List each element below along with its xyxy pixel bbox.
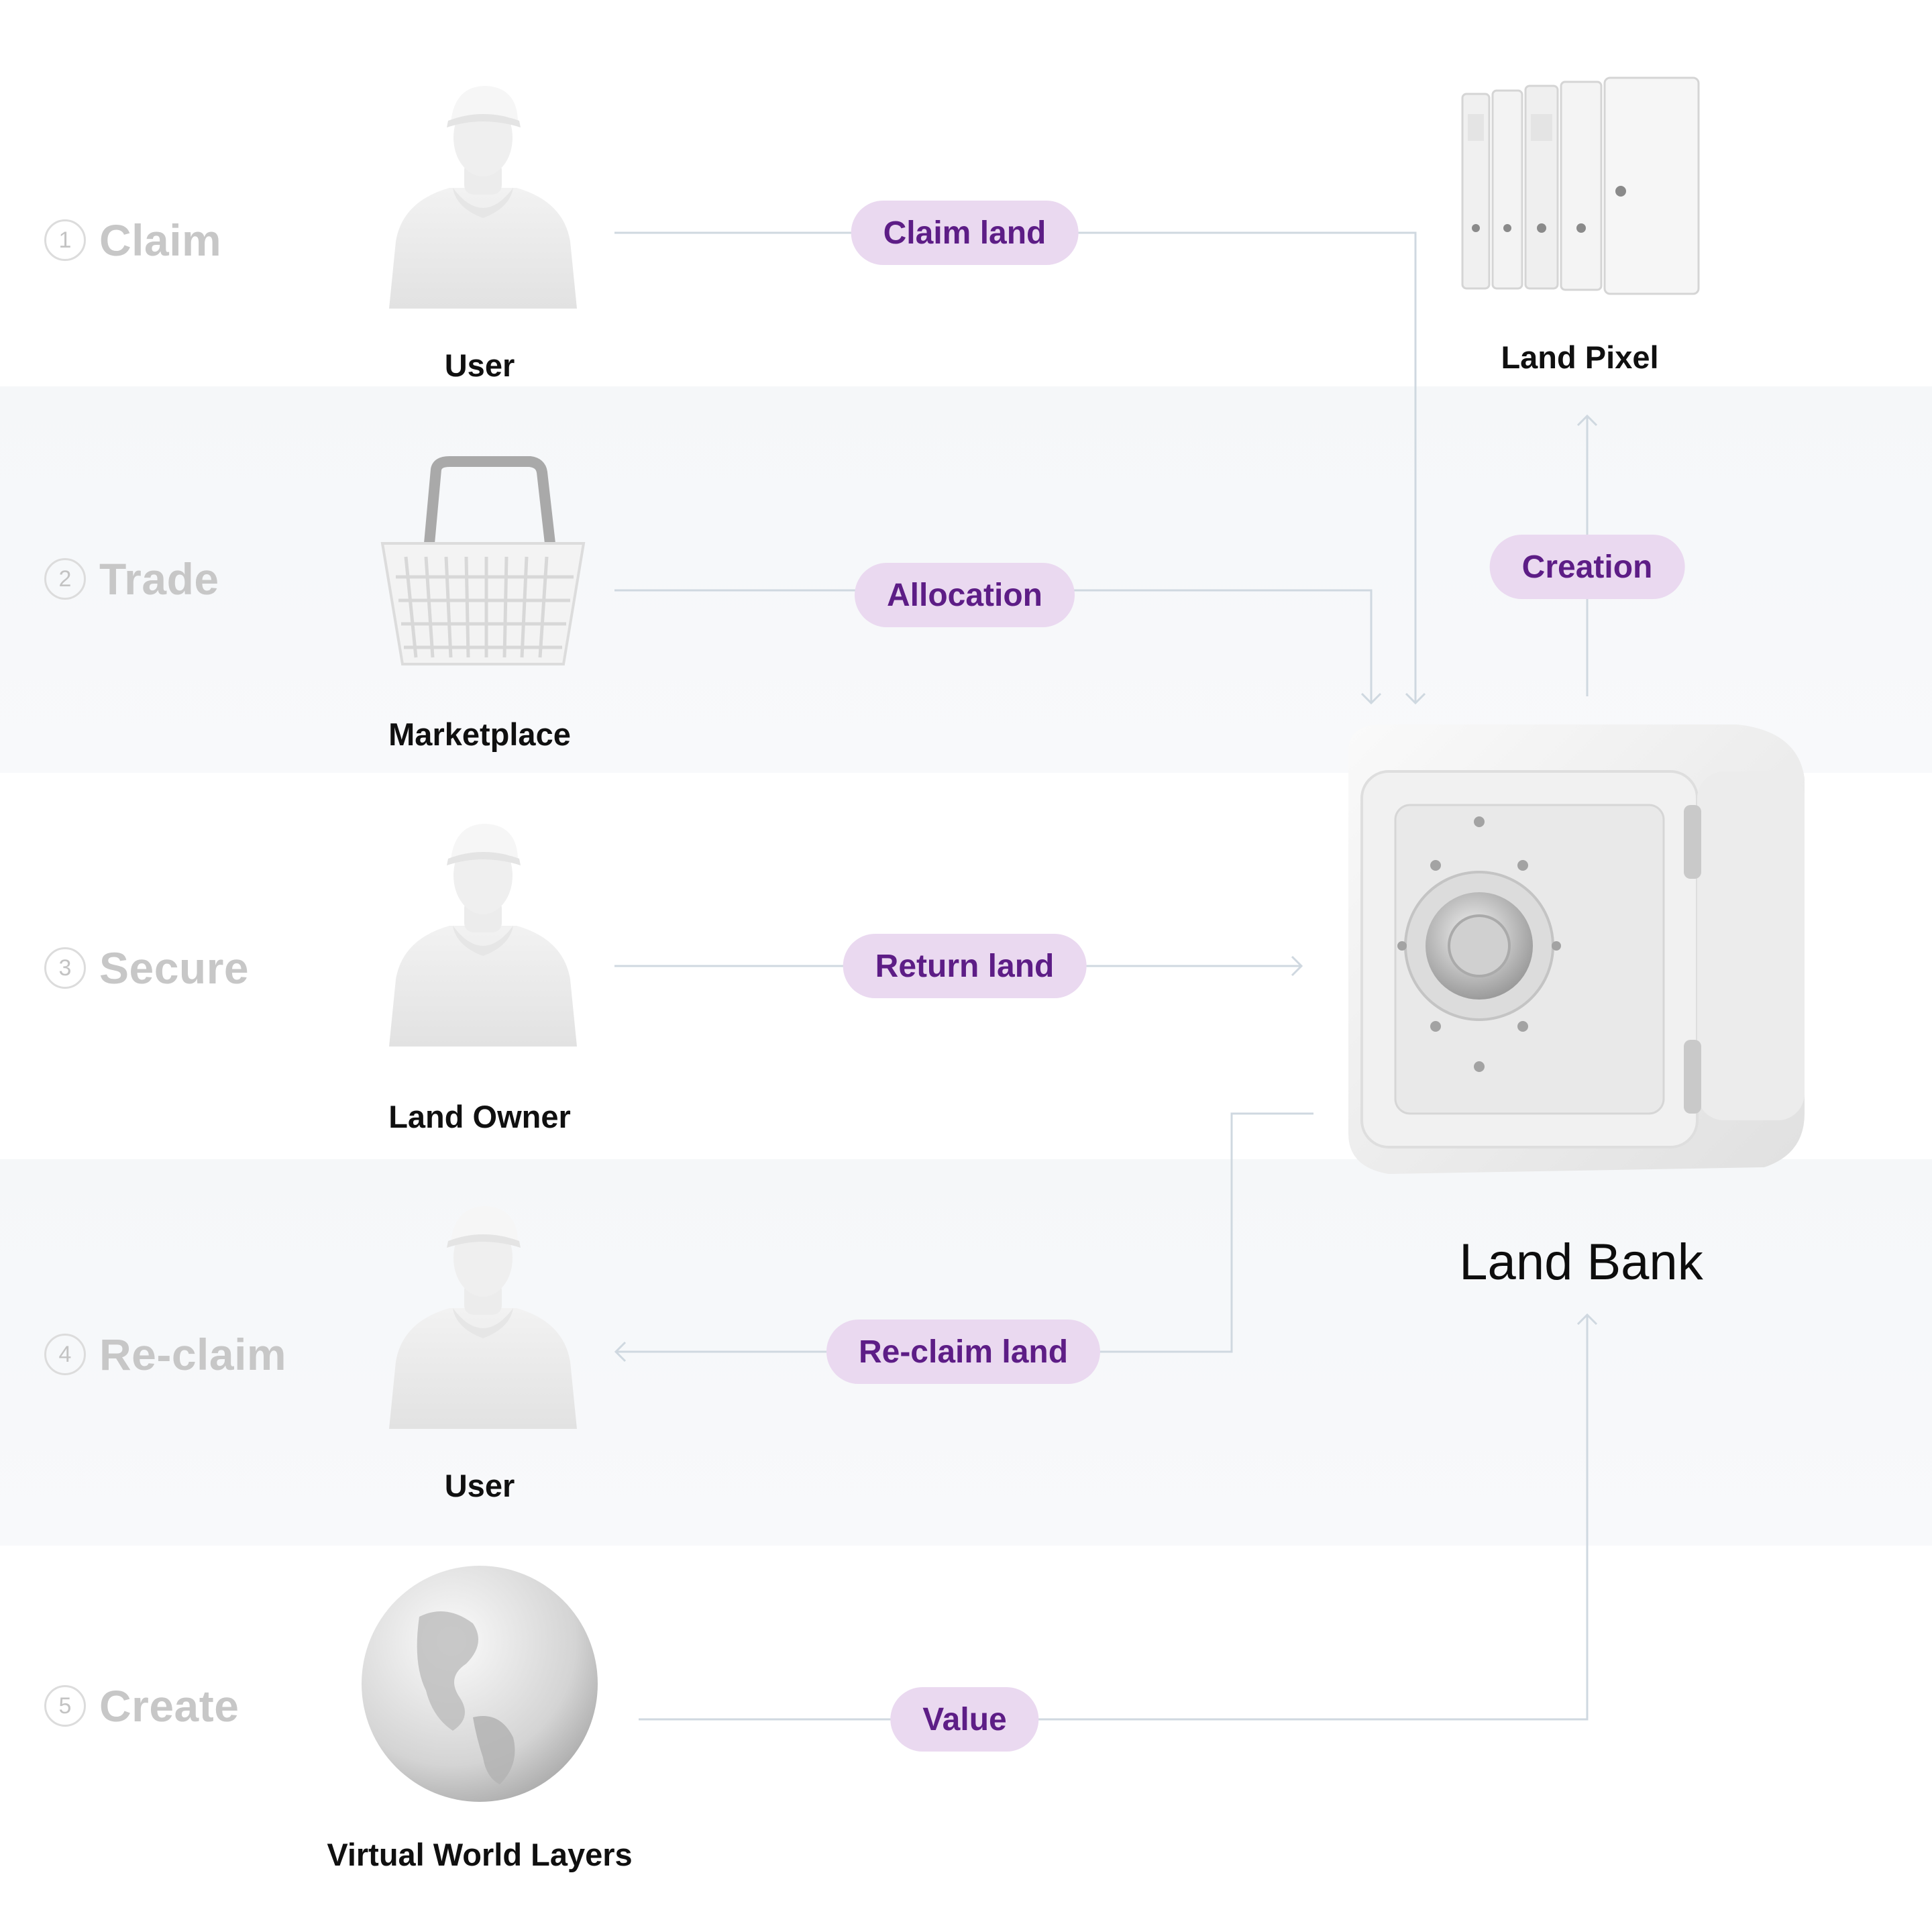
return-land-arrowhead: [1291, 955, 1303, 977]
land-bank-label: Land Bank: [1459, 1234, 1703, 1291]
land-owner-person-icon: [389, 824, 577, 1046]
binders-icon: [1461, 76, 1700, 295]
reclaim-user-person-icon: [389, 1206, 577, 1429]
allocation-pill: Allocation: [854, 563, 1075, 627]
step-create: 5 Create: [44, 1680, 239, 1731]
claim-land-connector: [614, 231, 1417, 703]
step-title: Re-claim: [99, 1330, 287, 1379]
step-number-badge: 4: [44, 1334, 86, 1375]
creation-pill: Creation: [1489, 535, 1685, 599]
step-number-badge: 5: [44, 1685, 86, 1727]
step-title: Claim: [99, 215, 222, 265]
land-owner-label: Land Owner: [388, 1099, 571, 1134]
reclaim-user-label: User: [444, 1468, 515, 1503]
reclaim-land-arrowhead: [614, 1341, 627, 1362]
claim-land-arrowhead: [1405, 692, 1426, 705]
step-title: Create: [99, 1681, 239, 1731]
step-reclaim: 4 Re-claim: [44, 1329, 286, 1380]
step-trade: 2 Trade: [44, 553, 219, 604]
value-arrowhead: [1576, 1313, 1598, 1326]
shopping-basket-icon: [380, 456, 586, 665]
step-number-badge: 3: [44, 947, 86, 989]
allocation-arrowhead: [1360, 692, 1382, 705]
virtual-world-layers-label: Virtual World Layers: [327, 1837, 633, 1872]
return-land-pill: Return land: [843, 934, 1087, 998]
creation-arrowhead: [1576, 414, 1598, 427]
land-pixel-label: Land Pixel: [1501, 339, 1659, 375]
claim-land-pill: Claim land: [851, 201, 1079, 265]
step-title: Secure: [99, 943, 250, 993]
step-number-badge: 1: [44, 219, 86, 261]
reclaim-land-connector: [616, 1112, 1313, 1353]
value-pill: Value: [890, 1687, 1039, 1752]
safe-icon: [1348, 724, 1805, 1174]
step-secure: 3 Secure: [44, 943, 249, 994]
user-label: User: [444, 347, 515, 383]
marketplace-label: Marketplace: [388, 716, 571, 752]
step-claim: 1 Claim: [44, 215, 221, 266]
reclaim-land-pill: Re-claim land: [826, 1320, 1101, 1384]
value-connector: [639, 1315, 1589, 1721]
step-title: Trade: [99, 554, 219, 604]
globe-icon: [362, 1566, 598, 1802]
step-number-badge: 2: [44, 558, 86, 600]
user-person-icon: [389, 86, 577, 309]
